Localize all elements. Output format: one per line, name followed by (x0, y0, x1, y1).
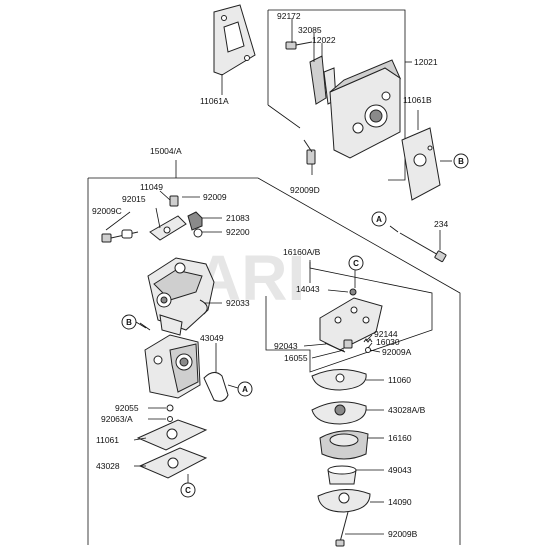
svg-text:C: C (353, 259, 359, 268)
diaphragm-43028ab (311, 401, 367, 425)
label-92033: 92033 (226, 298, 250, 308)
label-92055: 92055 (115, 403, 139, 413)
gasket-11061b (401, 127, 441, 201)
pump-body-16160 (319, 430, 369, 460)
svg-text:A: A (376, 215, 382, 224)
choke-lever (149, 195, 187, 241)
callout-c-pump: C (348, 255, 364, 271)
label-16160: 16160 (388, 433, 412, 443)
callout-a-bottom: A (237, 381, 253, 397)
bolt-234 (399, 232, 447, 263)
label-12022: 12022 (312, 35, 336, 45)
screen-49043 (327, 465, 357, 485)
svg-text:C: C (185, 486, 191, 495)
plate-14090 (317, 489, 371, 513)
label-16160ab: 16160A/B (283, 247, 321, 257)
label-11061b: 11061B (403, 95, 432, 105)
label-234: 234 (434, 219, 448, 229)
label-14043: 14043 (296, 284, 320, 294)
label-43049: 43049 (200, 333, 224, 343)
bolt-92009d (303, 139, 316, 165)
label-92009: 92009 (203, 192, 227, 202)
label-43028: 43028 (96, 461, 120, 471)
label-11049: 11049 (140, 182, 163, 192)
callout-c-bottom: C (180, 482, 196, 498)
label-32085: 32085 (298, 25, 322, 35)
main-assembly-box (87, 160, 461, 545)
label-15004a: 15004/A (150, 146, 182, 156)
label-92063a: 92063/A (101, 414, 133, 424)
pump-cover-16160ab (319, 288, 383, 351)
gasket-11061a (213, 4, 256, 76)
pump-cover-box (265, 260, 433, 373)
watermark: ARI (195, 242, 305, 314)
top-bracket-box (267, 9, 406, 181)
label-43028ab: 43028A/B (388, 405, 426, 415)
label-92015: 92015 (122, 194, 146, 204)
screw-92172 (285, 41, 313, 50)
label-92009b: 92009B (388, 529, 418, 539)
block-21083 (187, 211, 203, 231)
svg-text:B: B (126, 318, 132, 327)
carburetor-housing (144, 334, 201, 399)
svg-text:A: A (242, 385, 248, 394)
washer-92055 (166, 404, 174, 422)
callout-b-top: B (453, 153, 469, 169)
label-49043: 49043 (388, 465, 412, 475)
gasket-11061 (136, 419, 208, 451)
leader-lines (105, 18, 452, 535)
label-12021: 12021 (414, 57, 438, 67)
gasket-43049 (203, 372, 229, 402)
gasket-11060 (311, 369, 367, 391)
diaphragm-43028 (138, 447, 208, 479)
label-16030: 16030 (376, 337, 400, 347)
label-92144: 92144 (374, 329, 398, 339)
part-labels: 92172 32085 12022 12021 11061A 11061B 92… (92, 11, 448, 539)
insulator-12021 (329, 59, 402, 159)
label-92009c: 92009C (92, 206, 122, 216)
carburetor-body (147, 257, 215, 336)
label-92009d: 92009D (290, 185, 320, 195)
callout-b-left: B (121, 314, 137, 330)
label-14090: 14090 (388, 497, 412, 507)
screw-92009c (101, 229, 139, 243)
screw-92009b (335, 511, 349, 547)
label-11060: 11060 (388, 375, 411, 385)
label-92043: 92043 (274, 341, 298, 351)
label-21083: 21083 (226, 213, 250, 223)
label-11061a: 11061A (200, 96, 229, 106)
label-92009a: 92009A (382, 347, 412, 357)
label-16055: 16055 (284, 353, 308, 363)
oring-92200 (193, 228, 203, 238)
label-92200: 92200 (226, 227, 250, 237)
label-11061: 11061 (96, 435, 119, 445)
label-92172: 92172 (277, 11, 301, 21)
svg-text:B: B (458, 157, 464, 166)
callout-a-right: A (371, 211, 387, 227)
